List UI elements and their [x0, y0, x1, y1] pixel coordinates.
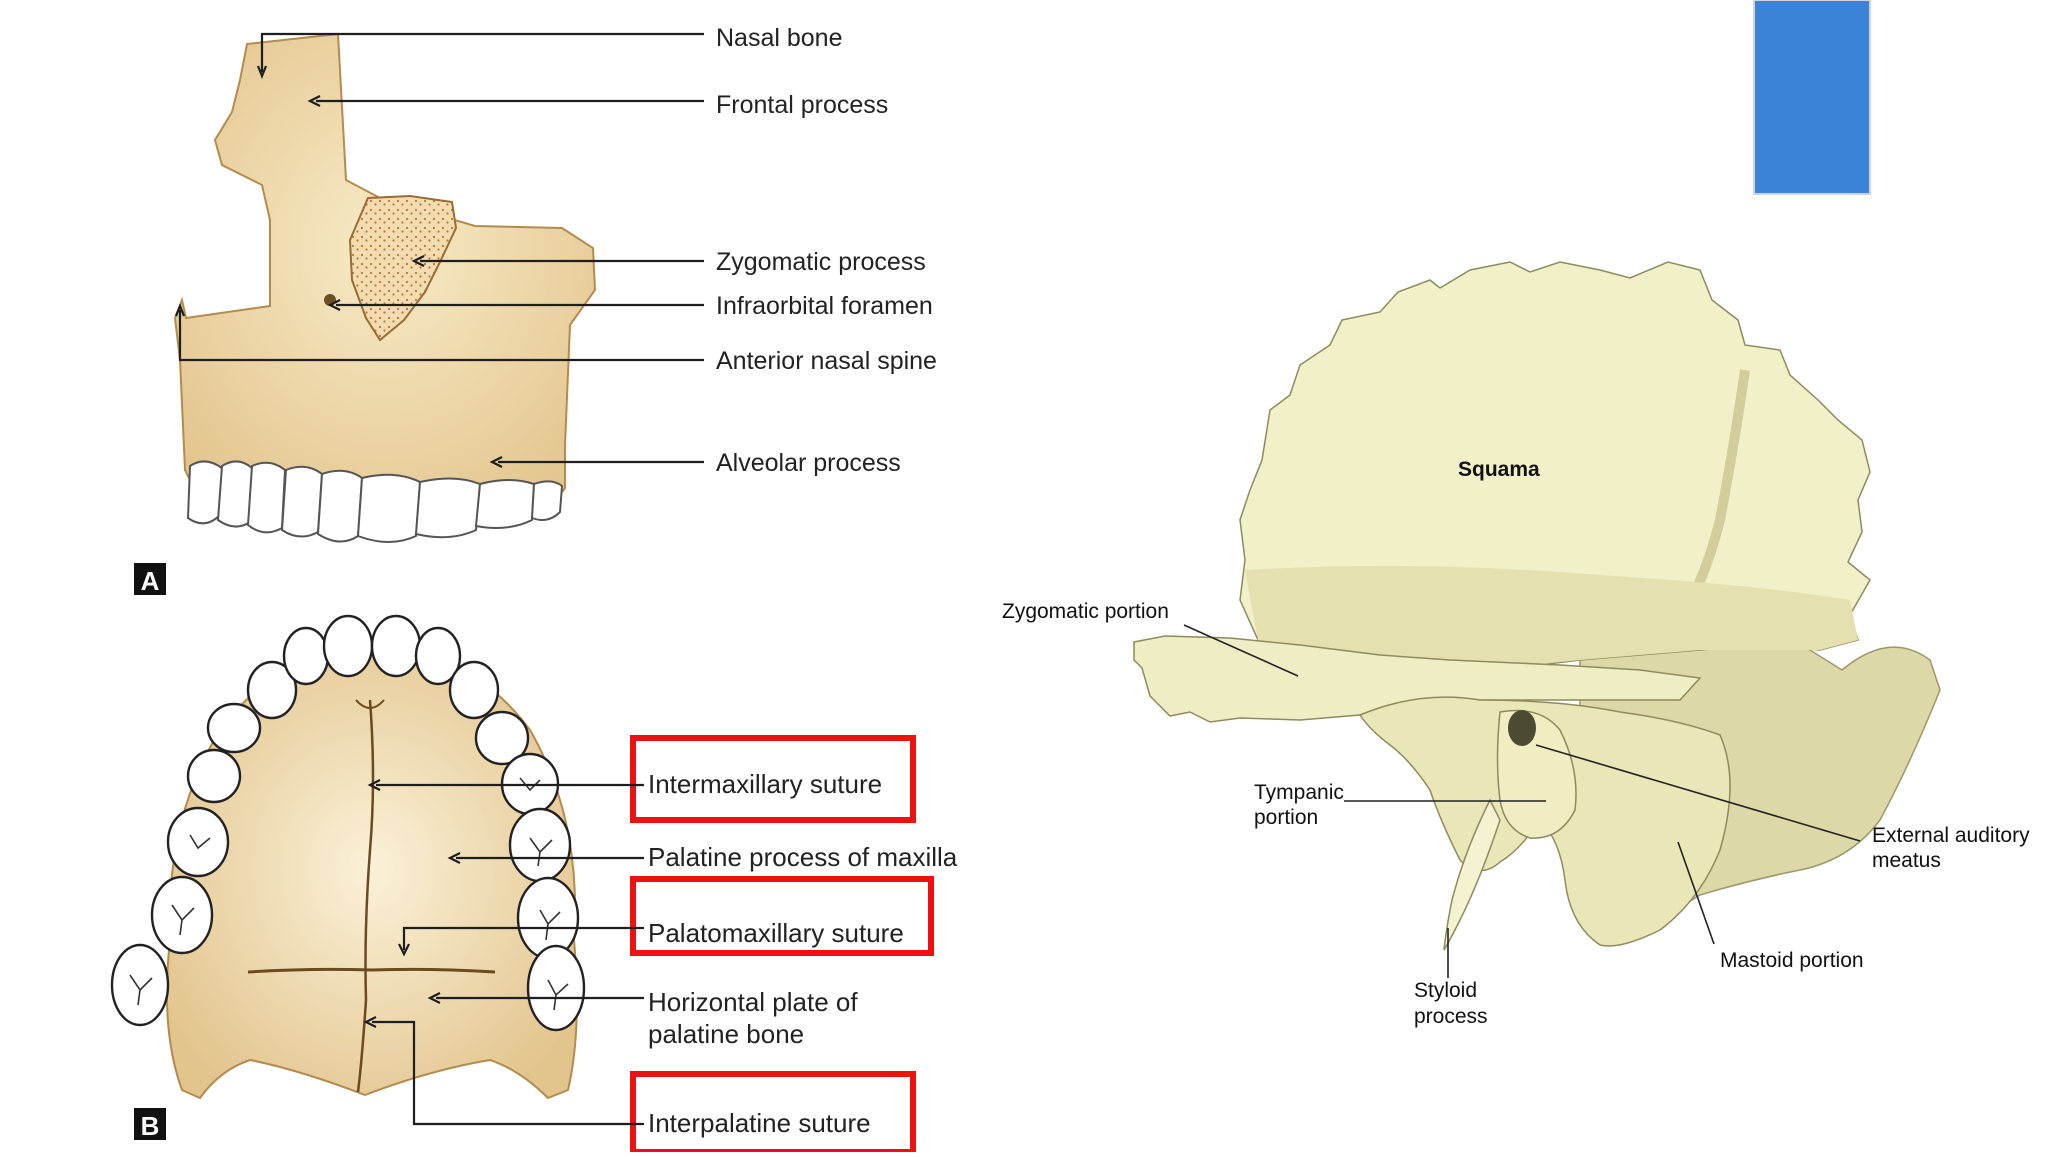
panel-letter-b-badge [134, 1108, 166, 1140]
label-palatomaxillary-suture: Palatomaxillary suture [648, 918, 904, 948]
median-suture-line [356, 699, 375, 1093]
label-mastoid-portion: Mastoid portion [1720, 949, 1864, 972]
label-styloid-process-line1: Styloid [1414, 979, 1477, 1002]
figure-b-leaders [363, 779, 644, 1126]
styloid-process [1443, 798, 1501, 951]
label-styloid-process-line2: process [1414, 1005, 1488, 1028]
label-external-auditory-meatus-line2: meatus [1872, 849, 1941, 872]
tooth-cusp-marks [129, 777, 569, 1011]
label-anterior-nasal-spine: Anterior nasal spine [716, 347, 937, 375]
figure-a-maxilla: Nasal bone Frontal process Zygomatic pro… [134, 24, 937, 596]
label-horizontal-plate-line1: Horizontal plate of [648, 987, 858, 1017]
label-external-auditory-meatus-line1: External auditory [1872, 824, 2030, 847]
panel-letter-a: A [141, 566, 160, 596]
external-auditory-meatus [1508, 710, 1536, 746]
highlight-box-intermaxillary [630, 735, 916, 823]
label-palatine-process: Palatine process of maxilla [648, 842, 958, 872]
accent-rectangle [1753, 0, 1871, 195]
panel-letter-b: B [141, 1111, 160, 1141]
label-infraorbital-foramen: Infraorbital foramen [716, 292, 933, 320]
label-tympanic-portion-line2: portion [1254, 806, 1318, 829]
teeth-occlusal [110, 614, 586, 1032]
upper-teeth-lateral [186, 460, 564, 543]
label-frontal-process: Frontal process [716, 91, 888, 119]
squama-lower-shadow [1245, 566, 1858, 675]
palatomaxillary-suture-line [247, 967, 496, 974]
figure-temporal-leaders [1183, 624, 1861, 978]
label-zygomatic-process: Zygomatic process [716, 248, 926, 276]
figure-a-leaders [174, 32, 704, 468]
incisive-fossa [355, 699, 385, 709]
figure-b-palate: Intermaxillary suture Palatine process o… [110, 614, 958, 1155]
label-interpalatine-suture: Interpalatine suture [648, 1108, 871, 1138]
highlight-box-palatomaxillary [630, 876, 934, 956]
label-intermaxillary-suture: Intermaxillary suture [648, 769, 882, 799]
label-horizontal-plate-line2: palatine bone [648, 1019, 804, 1049]
panel-letter-a-badge [134, 563, 166, 595]
figure-temporal-bone: Squama Zygomatic portion Tympanic portio… [1002, 261, 2030, 1028]
label-nasal-bone: Nasal bone [716, 24, 842, 52]
label-zygomatic-portion: Zygomatic portion [1002, 600, 1169, 623]
label-squama: Squama [1458, 458, 1540, 481]
label-tympanic-portion-line1: Tympanic [1254, 781, 1344, 804]
label-alveolar-process: Alveolar process [716, 449, 901, 477]
